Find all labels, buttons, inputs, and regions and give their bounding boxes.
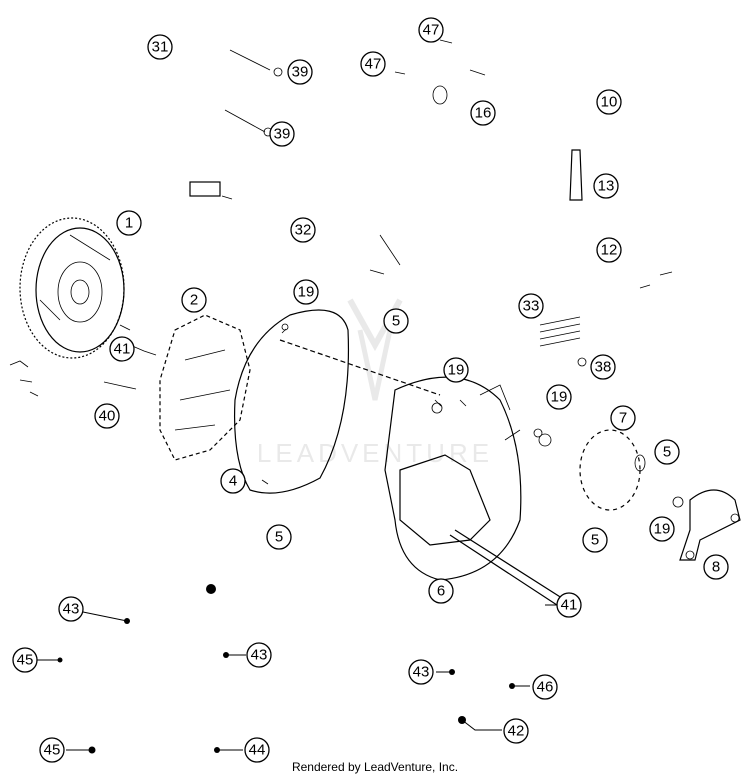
stator-plate bbox=[159, 314, 251, 461]
svg-text:39: 39 bbox=[274, 126, 291, 143]
svg-text:5: 5 bbox=[591, 532, 599, 549]
svg-text:41: 41 bbox=[561, 597, 578, 614]
callout-33[interactable]: 33 bbox=[518, 293, 544, 319]
plate-stack bbox=[539, 316, 581, 347]
callout-5-lower-right[interactable]: 5 bbox=[582, 527, 608, 553]
callout-40[interactable]: 40 bbox=[94, 403, 120, 429]
svg-text:47: 47 bbox=[423, 22, 440, 39]
svg-text:38: 38 bbox=[595, 359, 612, 376]
svg-text:4: 4 bbox=[229, 473, 237, 490]
svg-text:5: 5 bbox=[392, 313, 400, 330]
callout-10[interactable]: 10 bbox=[596, 89, 622, 115]
callout-42[interactable]: 42 bbox=[503, 718, 529, 744]
callout-6[interactable]: 6 bbox=[428, 578, 454, 604]
svg-text:45: 45 bbox=[44, 742, 61, 759]
svg-text:5: 5 bbox=[663, 444, 671, 461]
callout-19-bracket[interactable]: 19 bbox=[649, 516, 675, 542]
svg-text:46: 46 bbox=[537, 679, 554, 696]
callout-2[interactable]: 2 bbox=[181, 287, 207, 313]
small-hardware-upper bbox=[189, 39, 684, 508]
svg-text:8: 8 bbox=[712, 559, 720, 576]
svg-text:43: 43 bbox=[251, 647, 268, 664]
callout-47-top[interactable]: 47 bbox=[418, 17, 444, 43]
callout-31[interactable]: 31 bbox=[147, 34, 173, 60]
callout-45-lower[interactable]: 45 bbox=[39, 737, 65, 763]
callout-1[interactable]: 1 bbox=[116, 210, 142, 236]
pin bbox=[569, 149, 583, 201]
svg-text:5: 5 bbox=[275, 529, 283, 546]
callout-44[interactable]: 44 bbox=[244, 737, 270, 763]
watermark-logo: LEADVENTURE bbox=[257, 298, 493, 468]
callout-16[interactable]: 16 bbox=[470, 100, 496, 126]
small-hardware-left bbox=[9, 324, 157, 397]
callout-5-upper[interactable]: 5 bbox=[383, 308, 409, 334]
leaders bbox=[36, 584, 557, 754]
svg-text:16: 16 bbox=[475, 105, 492, 122]
svg-text:41: 41 bbox=[114, 341, 131, 358]
callout-32[interactable]: 32 bbox=[290, 217, 316, 243]
callout-43-center[interactable]: 43 bbox=[246, 642, 272, 668]
svg-text:33: 33 bbox=[523, 298, 540, 315]
callout-5-right[interactable]: 5 bbox=[654, 439, 680, 465]
svg-text:6: 6 bbox=[437, 583, 445, 600]
callout-43-left[interactable]: 43 bbox=[58, 596, 84, 622]
mounting-bracket bbox=[679, 489, 741, 561]
svg-text:47: 47 bbox=[365, 56, 382, 73]
seal-ring bbox=[538, 429, 646, 511]
callout-4[interactable]: 4 bbox=[220, 468, 246, 494]
svg-text:19: 19 bbox=[448, 362, 465, 379]
svg-text:31: 31 bbox=[152, 39, 169, 56]
callout-46[interactable]: 46 bbox=[532, 674, 558, 700]
shaft-rod bbox=[449, 529, 566, 608]
svg-text:19: 19 bbox=[298, 284, 315, 301]
shaft-line bbox=[279, 339, 441, 396]
engine-cover-housing bbox=[384, 376, 522, 581]
callout-41-left[interactable]: 41 bbox=[109, 336, 135, 362]
callout-41-right[interactable]: 41 bbox=[556, 592, 582, 618]
callout-45-upper[interactable]: 45 bbox=[12, 647, 38, 673]
svg-text:43: 43 bbox=[413, 664, 430, 681]
flywheel-ring-gear bbox=[19, 217, 125, 359]
callout-19-right[interactable]: 19 bbox=[546, 384, 572, 410]
callout-13[interactable]: 13 bbox=[593, 173, 619, 199]
callout-47-left[interactable]: 47 bbox=[360, 51, 386, 77]
svg-text:2: 2 bbox=[190, 292, 198, 309]
svg-text:1: 1 bbox=[125, 215, 133, 232]
svg-text:39: 39 bbox=[292, 64, 309, 81]
callout-8[interactable]: 8 bbox=[703, 554, 729, 580]
svg-text:44: 44 bbox=[249, 742, 266, 759]
callout-7[interactable]: 7 bbox=[610, 405, 636, 431]
callout-19-left[interactable]: 19 bbox=[293, 279, 319, 305]
watermark-text: LEADVENTURE bbox=[257, 438, 493, 468]
callout-43-right[interactable]: 43 bbox=[408, 659, 434, 685]
callout-12[interactable]: 12 bbox=[596, 237, 622, 263]
callout-19-center[interactable]: 19 bbox=[443, 357, 469, 383]
svg-text:40: 40 bbox=[99, 408, 116, 425]
svg-text:45: 45 bbox=[17, 652, 34, 669]
callout-38[interactable]: 38 bbox=[590, 354, 616, 380]
svg-text:32: 32 bbox=[295, 222, 312, 239]
svg-text:19: 19 bbox=[654, 521, 671, 538]
svg-text:43: 43 bbox=[63, 601, 80, 618]
svg-text:12: 12 bbox=[601, 242, 618, 259]
callout-39-top[interactable]: 39 bbox=[287, 59, 313, 85]
svg-text:13: 13 bbox=[598, 178, 615, 195]
footer-credit: Rendered by LeadVenture, Inc. bbox=[291, 760, 459, 774]
svg-text:19: 19 bbox=[551, 389, 568, 406]
callout-39-lower[interactable]: 39 bbox=[269, 121, 295, 147]
svg-text:42: 42 bbox=[508, 723, 525, 740]
callout-5-lower-left[interactable]: 5 bbox=[266, 524, 292, 550]
svg-text:10: 10 bbox=[601, 94, 618, 111]
svg-text:7: 7 bbox=[619, 410, 627, 427]
